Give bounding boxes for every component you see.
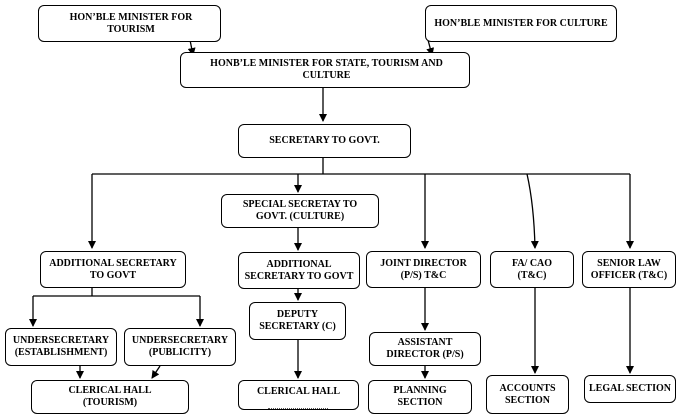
box-additional-secretary-mid: ADDITIONAL SECRETARY TO GOVT — [238, 252, 360, 289]
box-legal-section: LEGAL SECTION — [584, 375, 676, 403]
box-deputy-secretary: DEPUTY SECRETARY (C) — [249, 302, 346, 340]
box-minister-state: HONB’LE MINISTER FOR STATE, TOURISM AND … — [180, 52, 470, 88]
box-accounts-section: ACCOUNTS SECTION — [486, 375, 569, 414]
box-clerical-hall-tourism: CLERICAL HALL (TOURISM) — [31, 380, 189, 414]
connector-to-fa — [526, 173, 539, 249]
box-undersecretary-publicity: UNDERSECRETARY (PUBLICITY) — [124, 328, 236, 366]
box-joint-director: JOINT DIRECTOR (P/S) T&C — [366, 251, 481, 288]
box-undersecretary-establishment: UNDERSECRETARY (ESTABLISHMENT) — [5, 328, 117, 366]
box-minister-culture: HON’BLE MINISTER FOR CULTURE — [425, 5, 617, 42]
box-fa-cao: FA/ CAO (T&C) — [490, 251, 574, 288]
clerical-hall-dotted-line — [268, 406, 328, 409]
box-secretary: SECRETARY TO GOVT. — [238, 124, 411, 158]
box-planning-section: PLANNING SECTION — [368, 380, 472, 414]
box-clerical-hall: CLERICAL HALL — [238, 380, 359, 410]
box-minister-tourism: HON’BLE MINISTER FOR TOURISM — [38, 5, 221, 42]
box-senior-law-officer: SENIOR LAW OFFICER (T&C) — [582, 251, 676, 288]
box-additional-secretary-left: ADDITIONAL SECRETARY TO GOVT — [40, 251, 186, 288]
connector-pub-to-clerical — [151, 365, 161, 379]
box-special-secretary: SPECIAL SECRETAY TO GOVT. (CULTURE) — [221, 194, 379, 228]
box-assistant-director: ASSISTANT DIRECTOR (P/S) — [369, 332, 481, 366]
